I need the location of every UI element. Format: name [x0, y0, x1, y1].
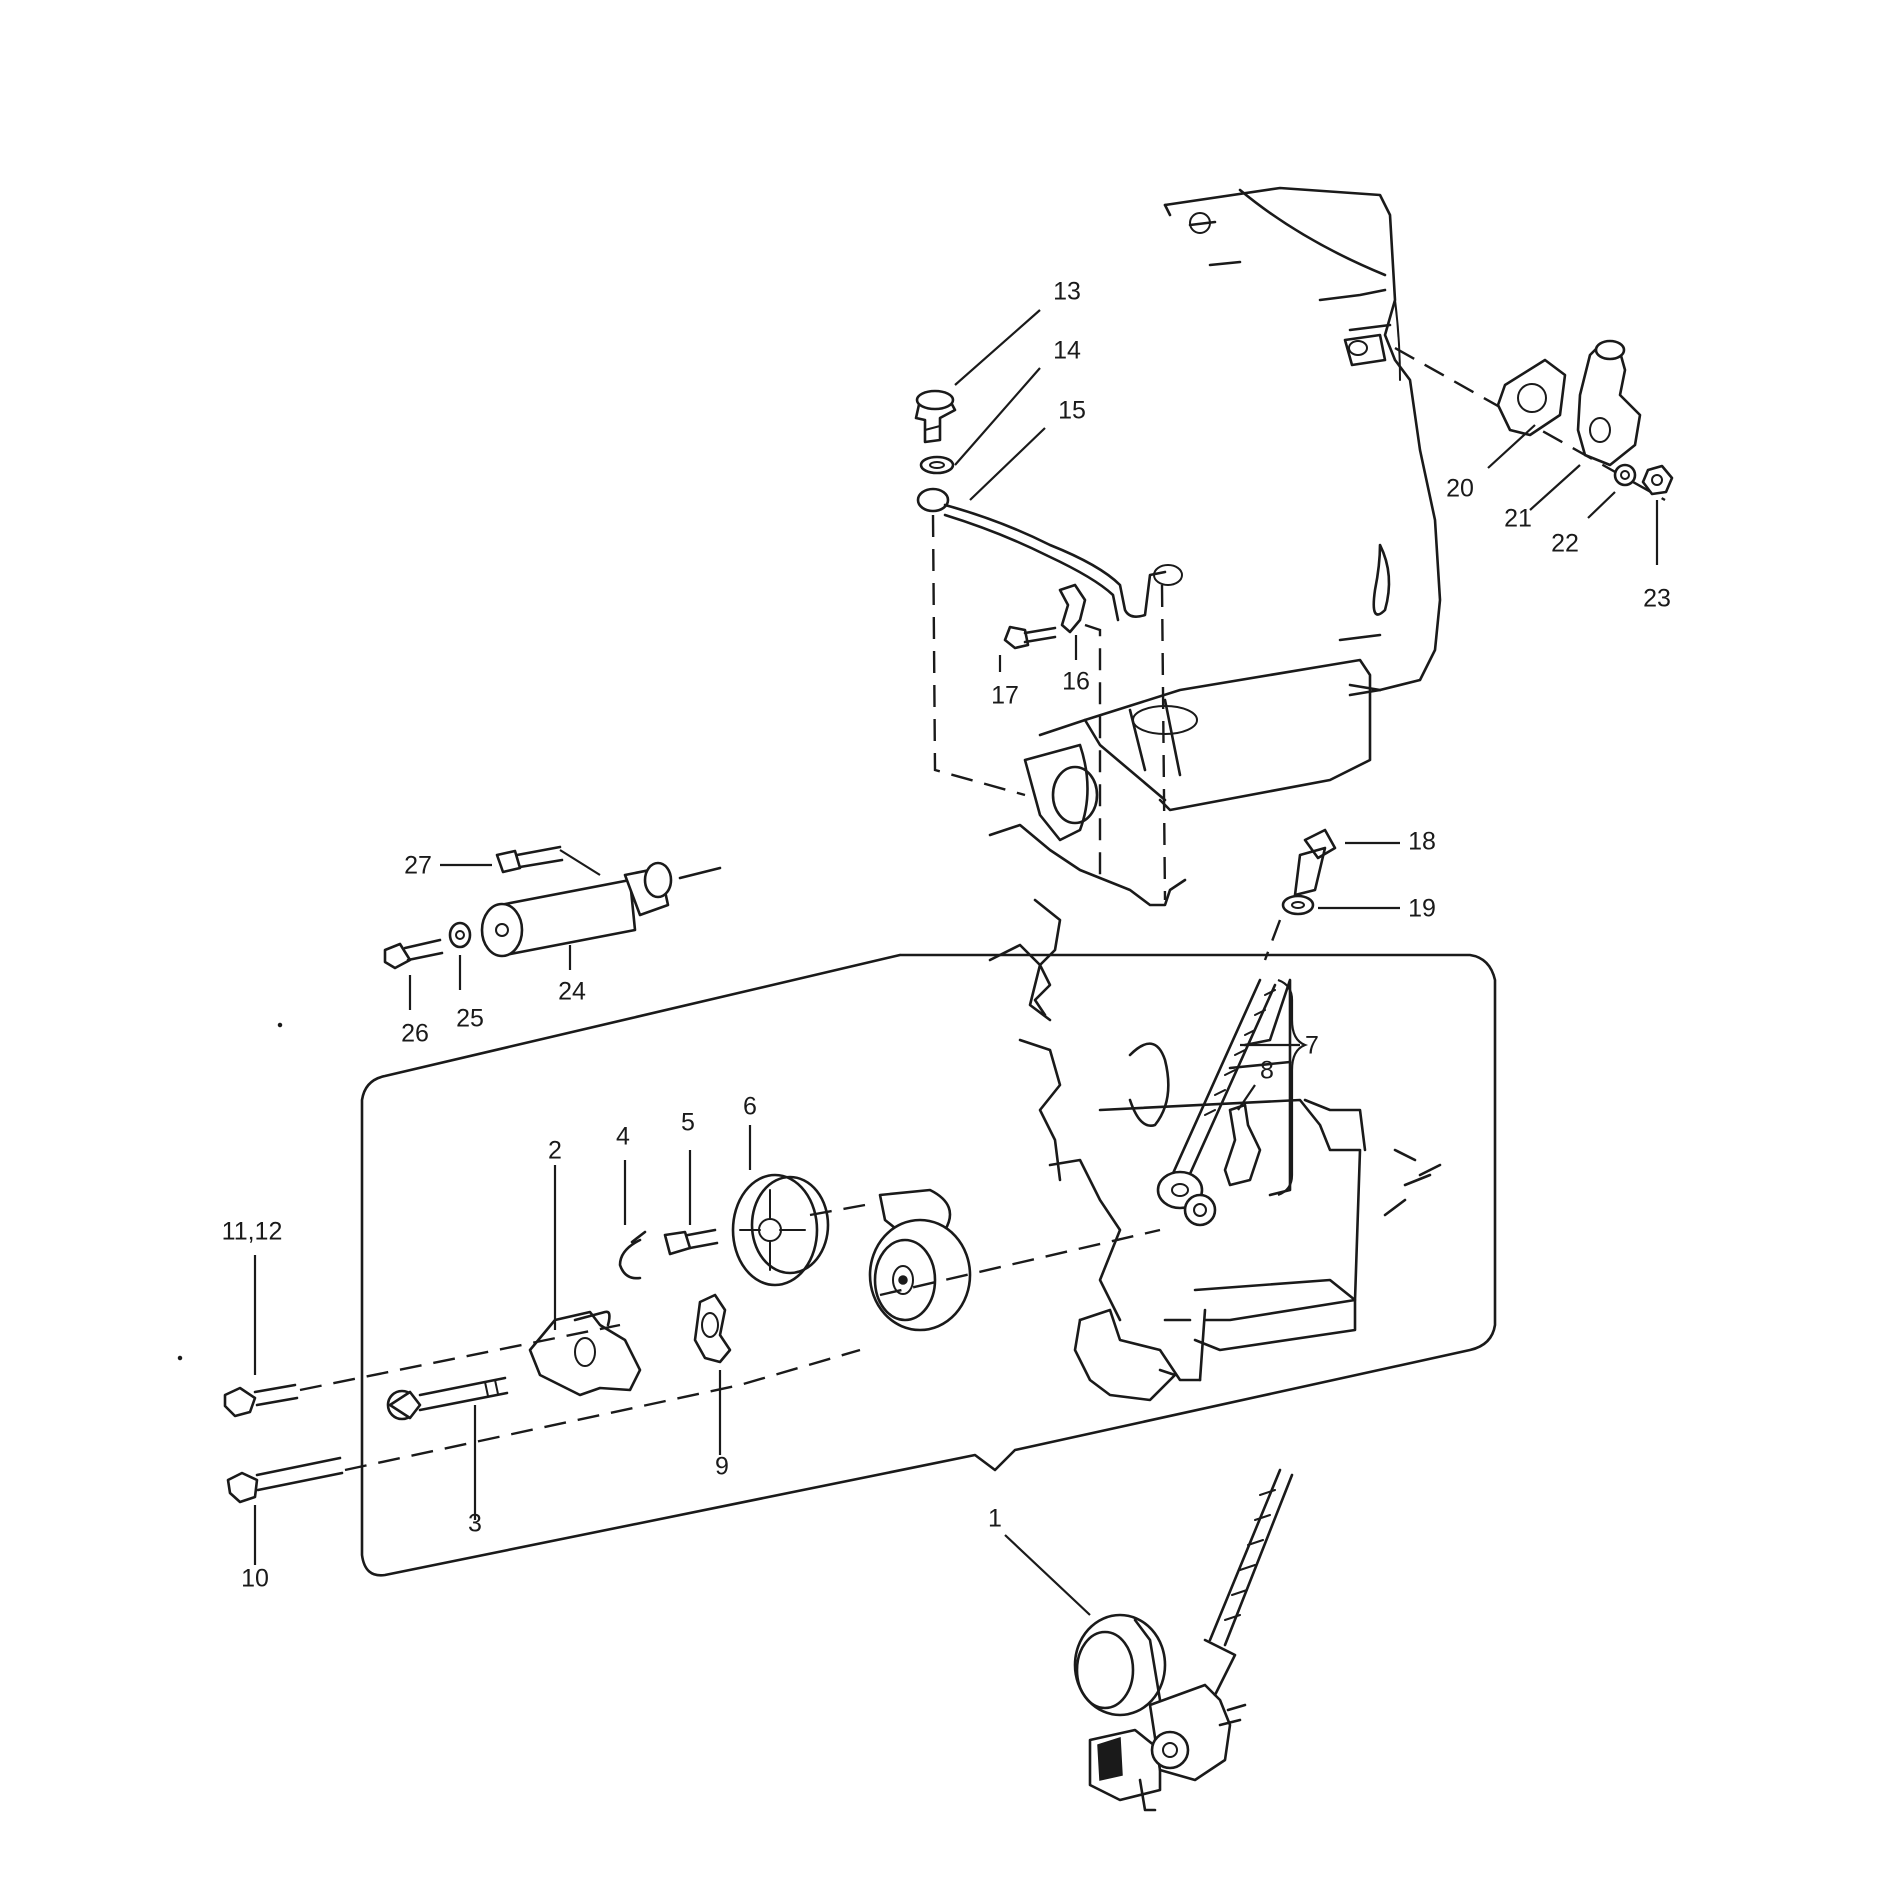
bolt-5 — [663, 1230, 692, 1256]
gasket-20 — [1496, 358, 1567, 437]
seal-ring-14 — [919, 455, 955, 475]
clip-16 — [1058, 583, 1087, 634]
bolt-26 — [383, 942, 412, 970]
washer-22 — [1613, 463, 1637, 487]
bolt-18 — [1303, 828, 1337, 860]
bracket-2 — [528, 1310, 642, 1397]
oil-line-assembly — [914, 309, 1183, 901]
banjo-15 — [916, 487, 950, 513]
coolant-fitting-assembly — [1394, 339, 1674, 565]
callout-3: 3 — [468, 1510, 482, 1538]
callout-11-12: 11,12 — [222, 1218, 283, 1246]
callout-1: 1 — [988, 1505, 1002, 1533]
callout-9: 9 — [715, 1453, 729, 1481]
speck-mark — [177, 1355, 183, 1361]
callout-2: 2 — [548, 1137, 562, 1165]
tensioner-assembly-1 — [1004, 1468, 1294, 1812]
callout-14: 14 — [1053, 337, 1081, 365]
pipe-flange-21 — [1576, 343, 1642, 467]
speck-mark — [277, 1022, 283, 1028]
nut-23 — [1641, 464, 1674, 496]
washer-19 — [1281, 894, 1315, 916]
washer-25 — [448, 921, 472, 949]
callout-15: 15 — [1058, 397, 1086, 425]
idler-pulley — [868, 1218, 972, 1332]
bolt-17 — [1003, 625, 1030, 650]
washer-9 — [693, 1293, 732, 1364]
callout-27: 27 — [404, 852, 432, 880]
engine-block — [1163, 186, 1442, 697]
callout-6: 6 — [743, 1093, 757, 1121]
callout-23: 23 — [1643, 585, 1671, 613]
callout-labels: 1 2 3 4 5 6 7 8 9 10 11,12 13 14 15 16 1… — [222, 278, 1671, 1593]
callout-22: 22 — [1551, 530, 1579, 558]
callout-20: 20 — [1446, 475, 1474, 503]
assembly-frame — [360, 953, 1497, 1577]
callout-4: 4 — [616, 1123, 630, 1151]
callout-7: 7 — [1305, 1032, 1319, 1060]
clip-8 — [1223, 1103, 1262, 1187]
callout-25: 25 — [456, 1005, 484, 1033]
callout-26: 26 — [401, 1020, 429, 1048]
bolt-11-12 — [223, 1386, 257, 1418]
pulley-6 — [731, 1173, 819, 1287]
callout-10: 10 — [241, 1565, 269, 1593]
engine-lower — [988, 658, 1442, 1402]
snap-ring-4 — [618, 1230, 647, 1280]
leader-lines — [1240, 828, 1400, 1197]
callout-5: 5 — [681, 1109, 695, 1137]
callout-24: 24 — [558, 978, 586, 1006]
tensioner-parts — [223, 978, 1292, 1565]
callout-16: 16 — [1062, 668, 1090, 696]
callout-17: 17 — [991, 682, 1019, 710]
callout-19: 19 — [1408, 895, 1436, 923]
bracket-assembly — [383, 845, 722, 1010]
callout-13: 13 — [1053, 278, 1081, 306]
bolt-10 — [226, 1471, 259, 1504]
callout-18: 18 — [1408, 828, 1436, 856]
callout-8: 8 — [1260, 1057, 1274, 1085]
callout-21: 21 — [1504, 505, 1532, 533]
